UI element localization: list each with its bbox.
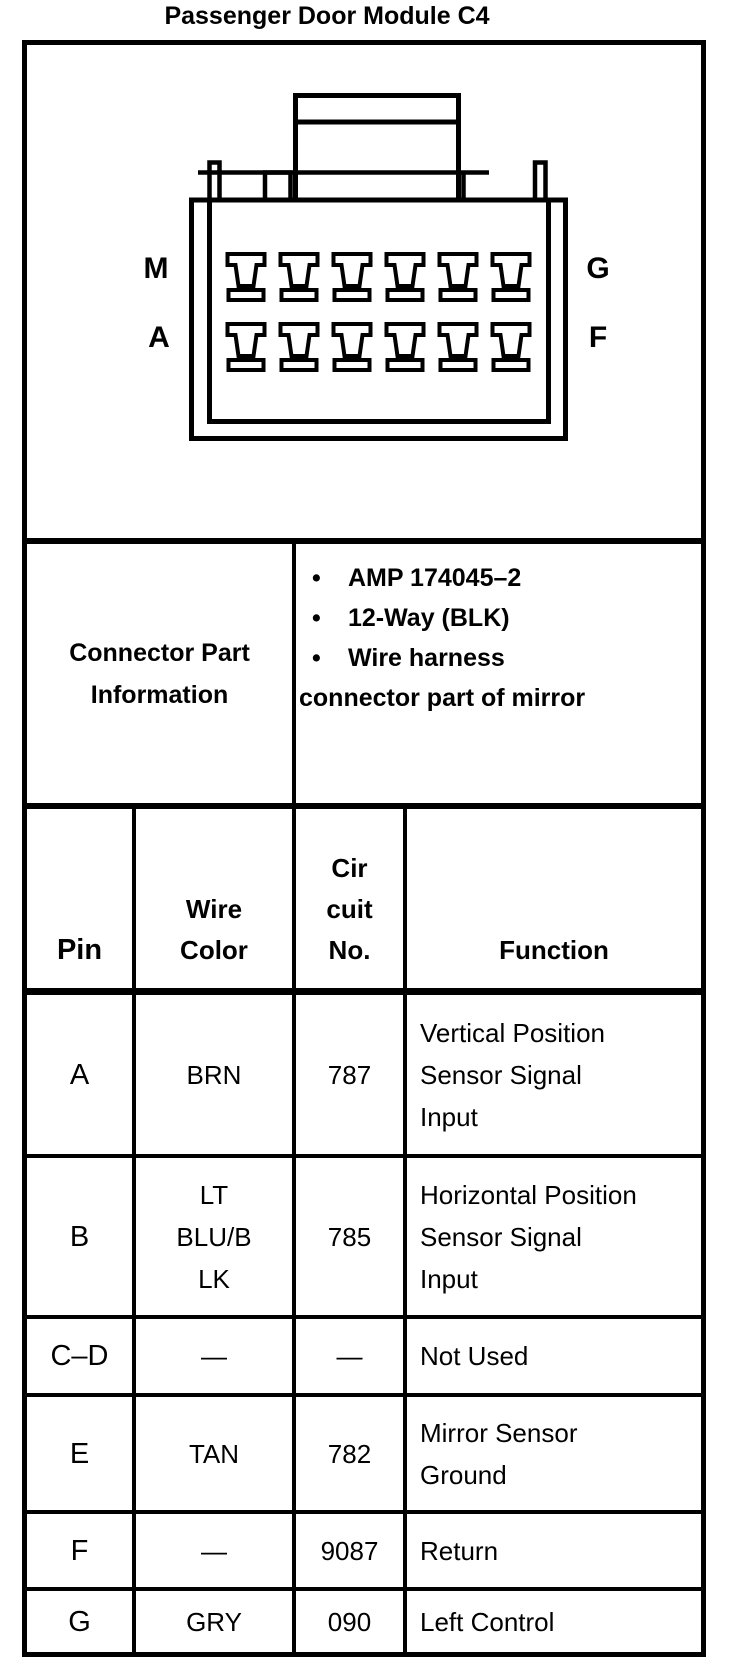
bullet-icon: • — [312, 644, 321, 672]
circuit-no-cell: 787 — [296, 995, 407, 1154]
pin-cell: C–D — [27, 1319, 136, 1393]
terminal-pin-base — [332, 288, 372, 302]
function-cell: Not Used — [420, 1341, 529, 1371]
page-title: Passenger Door Module C4 — [164, 2, 490, 30]
part-info-bullet: • Wire harness — [296, 638, 701, 678]
terminal-pin-base — [385, 358, 425, 372]
table-row: F—9087 Return — [27, 1514, 701, 1591]
terminal-pin — [225, 252, 267, 288]
pin-label-top-right: G — [586, 252, 609, 285]
circuit-no-cell: 785 — [296, 1158, 407, 1315]
part-info-bullet-text: AMP 174045–2 — [348, 564, 522, 592]
pin-cell: E — [27, 1397, 136, 1510]
function-cell: Mirror Sensor Ground — [420, 1417, 578, 1490]
terminal-pin — [437, 322, 479, 358]
function-cell: Return — [420, 1535, 499, 1566]
terminal-pin — [331, 322, 373, 358]
wire-color-cell: — — [136, 1514, 296, 1587]
wire-color-cell: GRY — [136, 1591, 296, 1652]
terminal-pin-base — [279, 358, 319, 372]
part-info-label: Connector Part Information — [27, 544, 296, 803]
circuit-no-cell: — — [296, 1319, 407, 1393]
header-pin: Pin — [27, 809, 136, 988]
connector-diagram: M A G F — [144, 93, 610, 441]
function-cell: Vertical Position Sensor Signal Input — [420, 1017, 605, 1132]
terminal-pin-base — [438, 358, 478, 372]
connector-figure-section: M A G F — [27, 45, 701, 544]
terminal-pin — [490, 252, 532, 288]
header-circuit-no: Cir cuit No. — [296, 809, 407, 988]
wire-color-cell: LT BLU/B LK — [136, 1158, 296, 1315]
pin-label-bottom-right: F — [589, 321, 607, 354]
pin-label-top-left: M — [144, 252, 169, 285]
terminal-pin — [490, 322, 532, 358]
wire-color-cell: — — [136, 1319, 296, 1393]
terminal-pin-base — [279, 288, 319, 302]
table-row: C–D——Not Used — [27, 1319, 701, 1397]
pin-cell: G — [27, 1591, 136, 1652]
circuit-no-cell: 090 — [296, 1591, 407, 1652]
terminal-pin — [384, 322, 426, 358]
terminal-pin-base — [491, 288, 531, 302]
pin-cell: F — [27, 1514, 136, 1587]
connector-shell — [189, 93, 568, 441]
connector-part-info-section: Connector Part Information • AMP 174045–2… — [27, 544, 701, 809]
function-cell: Left Control — [420, 1606, 555, 1637]
function-cell: Horizontal Position Sensor Signal Input — [420, 1179, 637, 1294]
terminal-pin — [225, 322, 267, 358]
bullet-icon: • — [312, 564, 321, 592]
bullet-icon: • — [312, 604, 321, 632]
terminal-pin — [331, 252, 373, 288]
terminal-pin — [278, 252, 320, 288]
terminal-pin-base — [226, 358, 266, 372]
terminal-pin-base — [491, 358, 531, 372]
terminal-pin-base — [332, 358, 372, 372]
terminal-pin-base — [226, 288, 266, 302]
connector-lock-tabs — [198, 160, 548, 198]
terminal-pin-base — [385, 288, 425, 302]
circuit-no-cell: 782 — [296, 1397, 407, 1510]
part-info-bullet-text: 12-Way (BLK) — [348, 604, 510, 632]
pin-cell: A — [27, 995, 136, 1154]
part-info-bullet-text: Wire harness — [348, 644, 505, 672]
part-info-bullet: • 12-Way (BLK) — [296, 598, 701, 638]
header-function: Function — [499, 935, 609, 965]
part-info-details: • AMP 174045–2 • 12-Way (BLK) • Wire harnes… — [296, 544, 701, 803]
table-header-row: Pin Wire Color Cir cuit No. Function — [27, 809, 701, 995]
terminal-pin — [437, 252, 479, 288]
pin-row-labels: M A G F — [144, 252, 610, 354]
pin-label-bottom-left: A — [148, 321, 170, 354]
terminal-pin — [278, 322, 320, 358]
pin-cell: B — [27, 1158, 136, 1315]
wire-color-cell: BRN — [136, 995, 296, 1154]
part-info-continuation: connector part of mirror — [299, 684, 586, 712]
connector-info-table: M A G F Connector Part Information • AMP … — [22, 40, 706, 1657]
header-wire-color: Wire Color — [136, 809, 296, 988]
terminal-pin-base — [438, 288, 478, 302]
terminal-pins — [225, 252, 532, 372]
part-info-bullet: • AMP 174045–2 — [296, 558, 701, 598]
wire-color-cell: TAN — [136, 1397, 296, 1510]
terminal-pin — [384, 252, 426, 288]
circuit-no-cell: 9087 — [296, 1514, 407, 1587]
